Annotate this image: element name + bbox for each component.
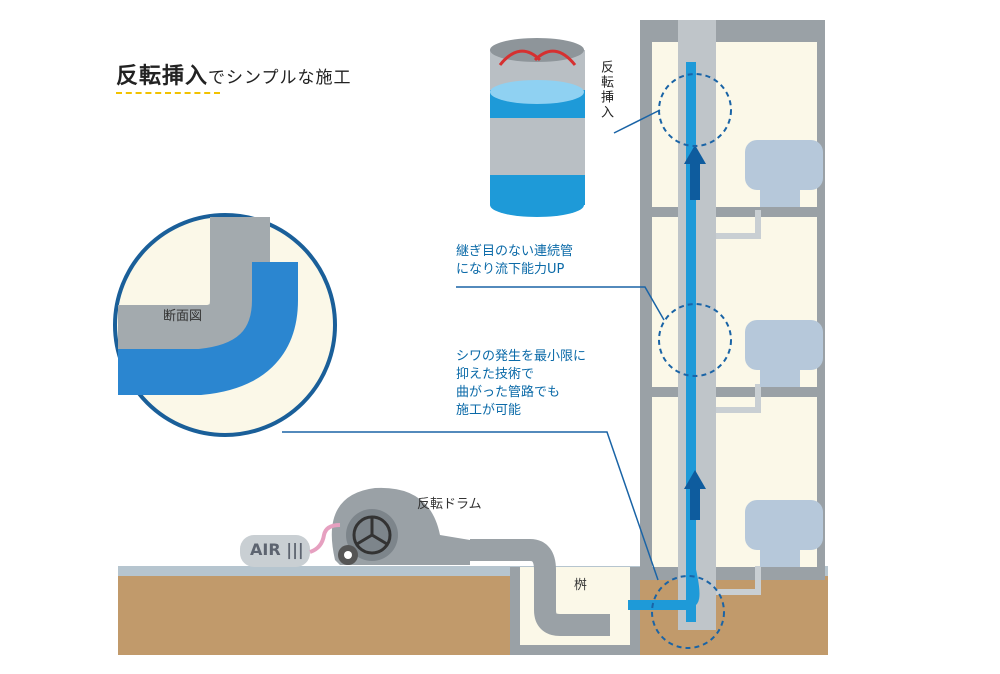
leader-top: [613, 109, 661, 134]
air-compressor: [240, 535, 310, 567]
cross-section-circle: [113, 213, 337, 437]
seamless-pipe-label: 継ぎ目のない連続管 になり流下能力UP: [456, 244, 574, 277]
page-title: 反転挿入でシンプルな施工: [116, 64, 352, 89]
title-underline: [116, 92, 220, 94]
pit-label: 桝: [574, 578, 588, 593]
highlight-middle: [658, 303, 732, 377]
fixtures: [745, 140, 823, 567]
leader-bottom: [282, 431, 659, 581]
branch-pipe-2: [716, 210, 761, 239]
air-hose: [309, 523, 341, 554]
air-label: AIR |||: [250, 540, 304, 559]
ground-surface: [118, 566, 828, 576]
branch-pipe-0: [716, 566, 761, 595]
liner-vertical: [686, 62, 696, 622]
reverse-insert-label: 反転挿入: [598, 60, 613, 120]
leader-middle: [456, 286, 665, 321]
turnover-arrows-icon: [498, 49, 577, 66]
valve-wheel-icon: [352, 515, 392, 555]
cross-section-label: 断面図: [163, 309, 203, 324]
ground: [118, 575, 828, 655]
drum-hose: [470, 539, 610, 636]
reversal-drum: [331, 487, 470, 565]
drum-label: 反転ドラム: [417, 497, 482, 512]
branch-pipe-1: [716, 384, 761, 413]
up-arrow-icon: [684, 145, 706, 520]
highlight-bottom: [651, 575, 725, 649]
stack-pipe: [678, 20, 716, 630]
barrel: [490, 38, 585, 217]
wrinkle-label: シワの発生を最小限に 抑えた技術で 曲がった管路でも 施工が可能: [456, 349, 587, 418]
